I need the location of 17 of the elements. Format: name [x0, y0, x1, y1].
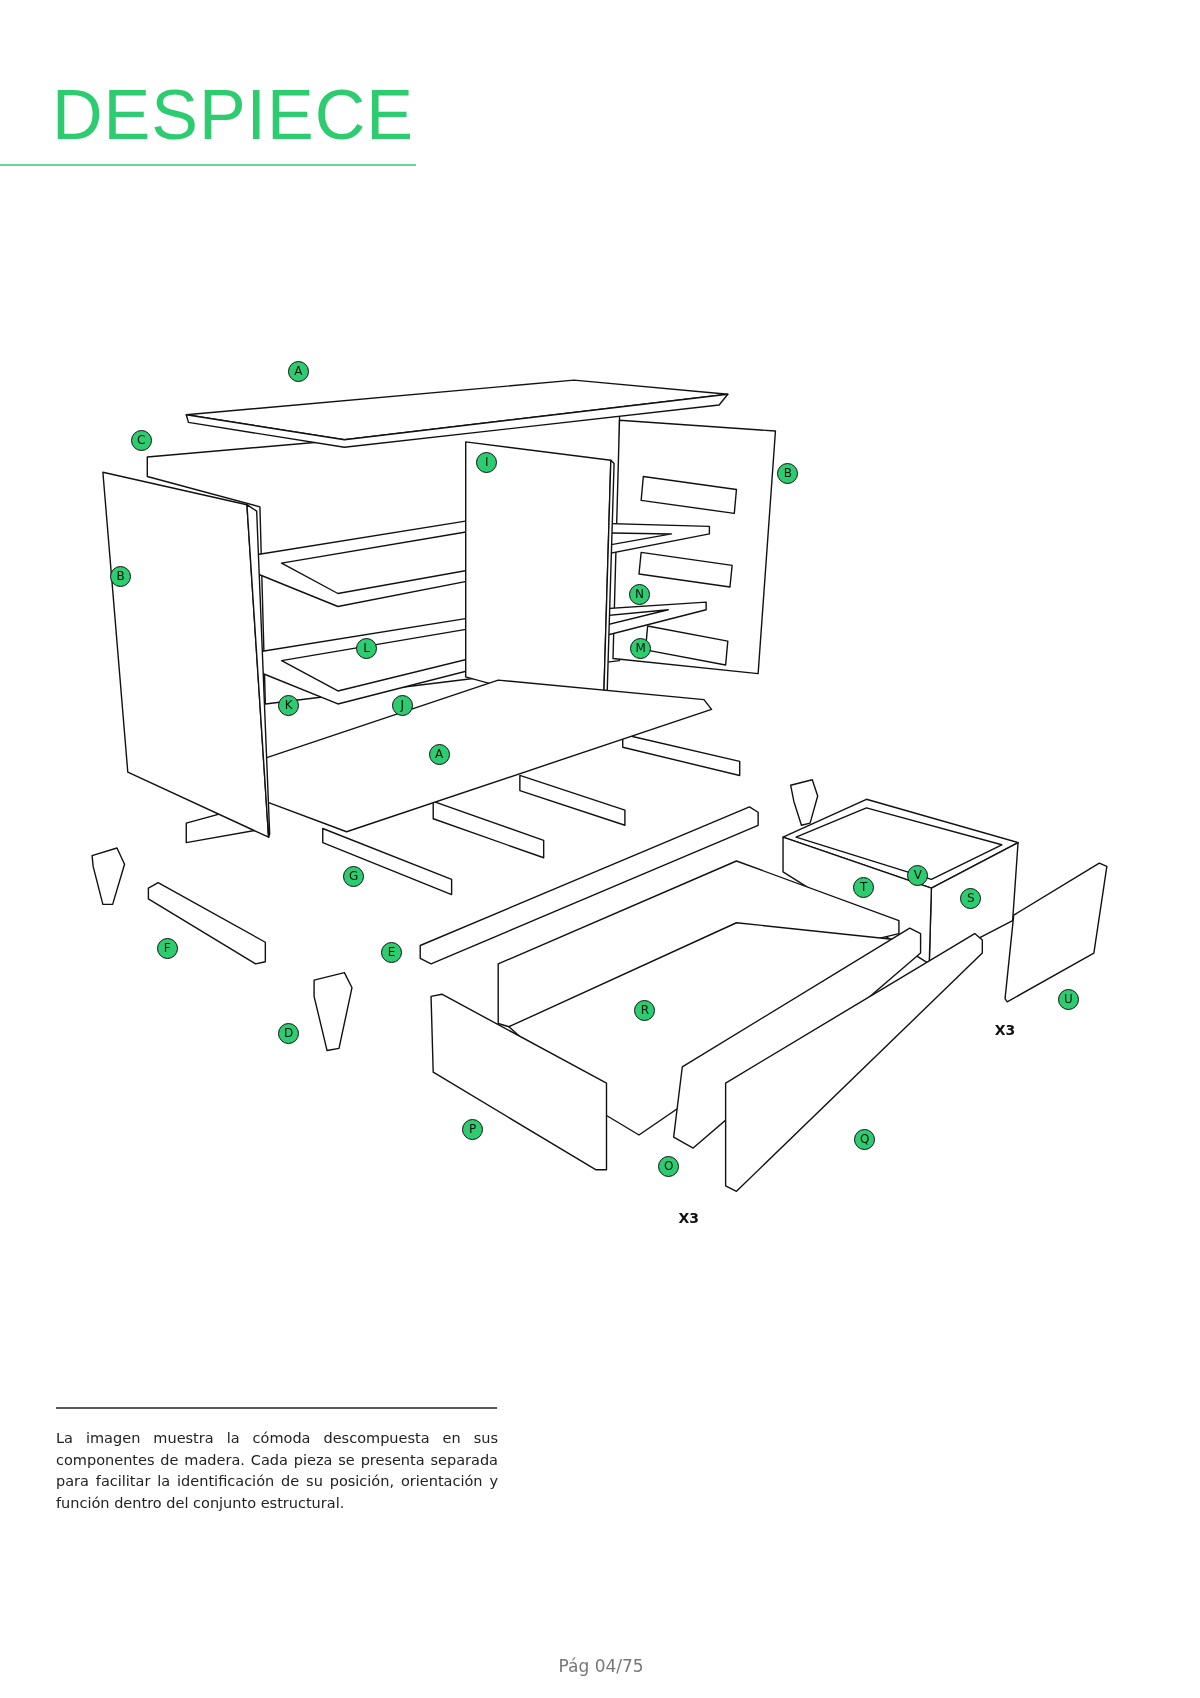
- callout-letter: C: [130, 429, 152, 451]
- callout-letter: Q: [854, 1129, 876, 1151]
- callout-letter: P: [462, 1118, 484, 1140]
- callout-letter: D: [278, 1023, 300, 1045]
- callout-letter: U: [1057, 988, 1079, 1010]
- caption-paragraph: La imagen muestra la cómoda descompuesta en sus componentes de madera. Cada pieza se presenta separada para facilitar la identificación de su posición, orientación y función dentro del conjunto estructural.: [56, 1429, 498, 1513]
- page-number: Pág 04/75: [558, 1655, 644, 1676]
- callout-letter: F: [156, 937, 178, 959]
- callout-letter: G: [343, 866, 365, 888]
- page-title: DESPIECE: [52, 80, 414, 150]
- callout-letter: A: [287, 361, 309, 383]
- callout-letter: O: [658, 1156, 680, 1178]
- callout-letter: J: [391, 695, 413, 717]
- quantity-label: X3: [678, 1210, 700, 1227]
- callout-letter: E: [380, 942, 402, 963]
- quantity-label: X3: [994, 1021, 1016, 1038]
- callout-letter: B: [777, 463, 799, 485]
